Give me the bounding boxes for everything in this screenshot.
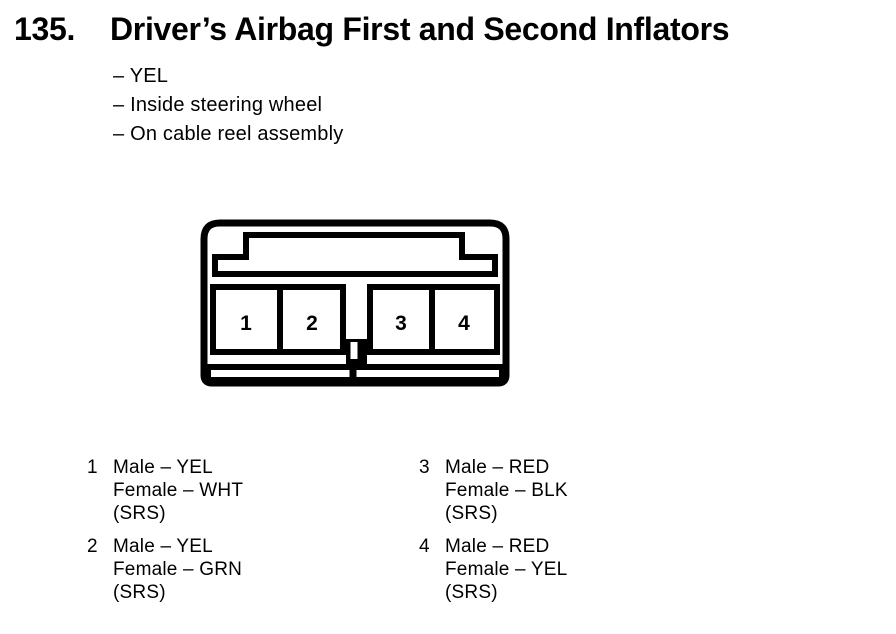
pin-4-system-tag: (SRS) [445,582,498,603]
attribute-list: – YEL – Inside steering wheel – On cable… [113,62,343,149]
pin-1-male-wire: Male – YEL [113,457,213,478]
figure-header: 135. Driver’s Airbag First and Second In… [14,10,730,48]
figure-number: 135. [14,11,76,47]
pin-1-wires: Male – YEL Female – WHT (SRS) [113,456,243,525]
connector-pin-4-label: 4 [458,312,470,335]
pin-3-male-wire: Male – RED [445,457,550,478]
attribute-wire-color: – YEL [113,65,169,87]
pin-3-wires: Male – RED Female – BLK (SRS) [445,456,568,525]
pin-2-system-tag: (SRS) [113,582,166,603]
attribute-location: – Inside steering wheel [113,94,323,116]
pin-3-system-tag: (SRS) [445,503,498,524]
page-title: Driver’s Airbag First and Second Inflato… [110,11,730,47]
pin-4-number: 4 [419,536,430,557]
pin-4-female-wire: Female – YEL [445,559,568,580]
connector-pin-1-label: 1 [240,312,252,335]
pin-1-system-tag: (SRS) [113,503,166,524]
pin-3-number: 3 [419,457,430,478]
connector-pin-3-label: 3 [395,312,407,335]
pin-1-number: 1 [87,457,98,478]
connector-diagram: 1 2 3 4 [198,217,512,389]
connector-pin-2-label: 2 [306,312,318,335]
pin-legend-right: 3 Male – RED Female – BLK (SRS) 4 Male –… [419,456,568,614]
pin-4-wires: Male – RED Female – YEL (SRS) [445,535,567,604]
pin-2-number: 2 [87,536,98,557]
pin-4-male-wire: Male – RED [445,536,550,557]
pin-1-female-wire: Female – WHT [113,480,244,501]
pin-2-male-wire: Male – YEL [113,536,213,557]
attribute-mounting: – On cable reel assembly [113,123,344,145]
pin-3-female-wire: Female – BLK [445,480,568,501]
center-lock-slot [350,342,358,359]
connector-drawing: 1 2 3 4 [200,219,510,387]
pin-2-female-wire: Female – GRN [113,559,243,580]
pin-3-entry: 3 Male – RED Female – BLK (SRS) [419,456,568,525]
pin-2-wires: Male – YEL Female – GRN (SRS) [113,535,242,604]
connector-keying-rib [212,232,498,277]
pin-legend-left: 1 Male – YEL Female – WHT (SRS) 2 Male –… [87,456,243,614]
pin-4-entry: 4 Male – RED Female – YEL (SRS) [419,535,568,604]
pin-2-entry: 2 Male – YEL Female – GRN (SRS) [87,535,243,604]
pin-1-entry: 1 Male – YEL Female – WHT (SRS) [87,456,243,525]
